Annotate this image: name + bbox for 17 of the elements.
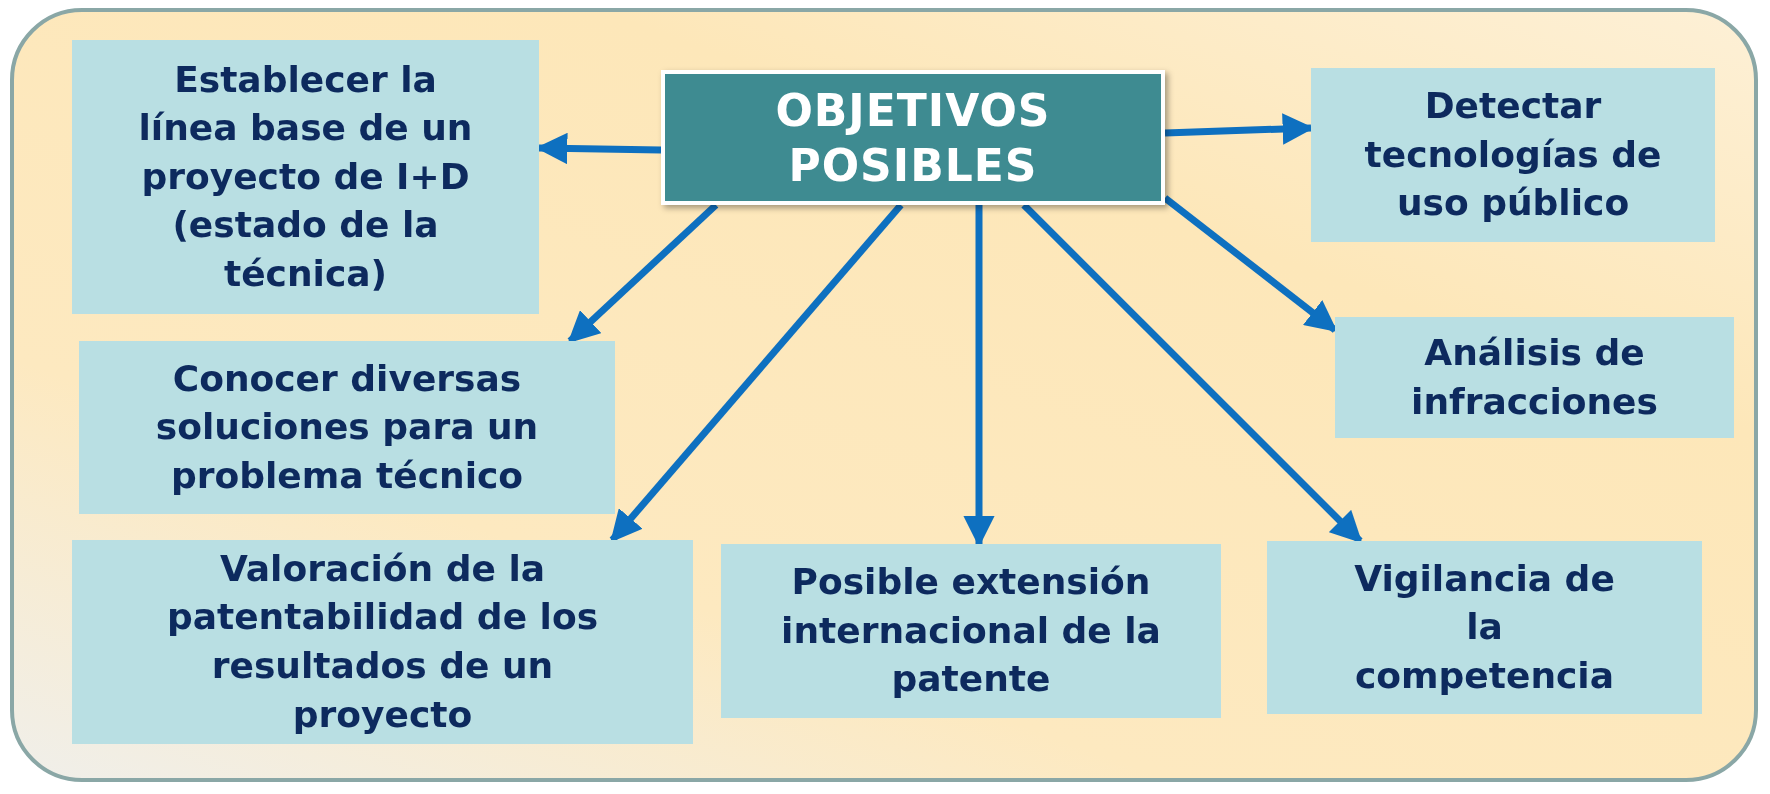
arrow <box>1162 195 1338 333</box>
objective-text: Vigilancia de la competencia <box>1353 556 1616 698</box>
title-text: OBJETIVOS POSIBLES <box>774 83 1052 193</box>
objective-box <box>721 544 1221 718</box>
objective-box <box>1335 317 1734 438</box>
objective-text: Conocer diversas soluciones para un problema técnico <box>154 356 540 498</box>
objective-box <box>1267 541 1702 714</box>
objective-box <box>72 40 539 314</box>
objective-box <box>79 341 615 514</box>
objective-text: Análisis de infracciones <box>1410 330 1659 424</box>
objective-text: Detectar tecnologías de uso público <box>1363 84 1663 226</box>
objective-text: Establecer la línea base de un proyecto de I+D (estado de la técnica) <box>137 57 474 296</box>
objective-text: Valoración de la patentabilidad de los resultados de un proyecto <box>165 546 600 737</box>
title-box <box>661 70 1165 205</box>
objective-text: Posible extensión internacional de la patente <box>780 560 1162 702</box>
objective-box <box>1311 68 1715 242</box>
objective-box <box>72 540 693 744</box>
